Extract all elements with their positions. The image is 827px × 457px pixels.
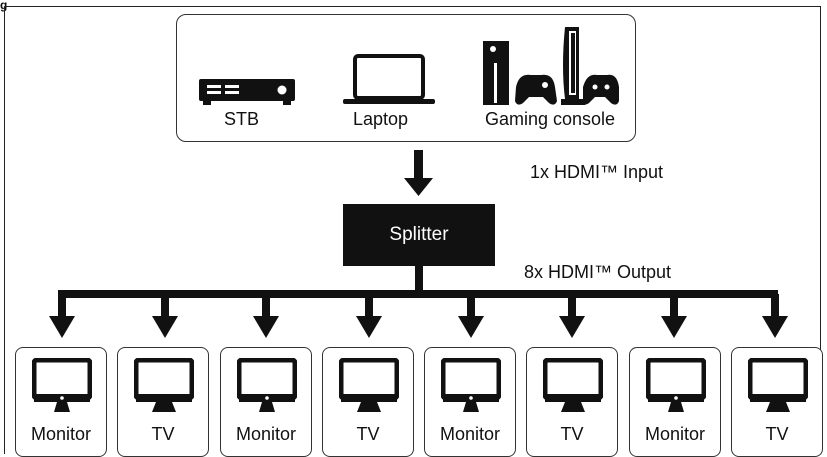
output-device-label: TV [560, 424, 584, 444]
splitter-label: Splitter [389, 224, 449, 245]
tv-icon [134, 358, 194, 412]
output-device-8: TV [731, 347, 823, 457]
output-device-label: Monitor [439, 424, 501, 444]
output-device-2: TV [117, 347, 209, 457]
monitor-icon [32, 358, 92, 412]
output-device-5: Monitor [424, 347, 516, 457]
source-devices-box: STB Laptop Gaming console [176, 14, 636, 142]
source-label-stb: STB [224, 109, 260, 129]
splitter-box: Splitter [343, 204, 495, 266]
output-device-6: TV [526, 347, 618, 457]
output-arrow-2 [152, 294, 178, 338]
output-arrow-4 [356, 294, 382, 338]
monitor-icon [441, 358, 501, 412]
output-arrows [49, 294, 788, 338]
laptop-icon [343, 54, 435, 104]
output-device-1: Monitor [15, 347, 107, 457]
input-annotation: 1x HDMI™ Input [530, 162, 664, 182]
output-device-label: Monitor [30, 424, 92, 444]
output-bus [58, 266, 778, 298]
output-device-3: Monitor [220, 347, 312, 457]
tv-icon [748, 358, 808, 412]
output-device-label: TV [356, 424, 380, 444]
output-annotation: 8x HDMI™ Output [524, 262, 672, 282]
output-arrow-1 [49, 294, 75, 338]
figure-frame [4, 6, 821, 454]
output-device-4: TV [322, 347, 414, 457]
output-arrow-8 [762, 294, 788, 338]
monitor-icon [237, 358, 297, 412]
source-label-laptop: Laptop [353, 109, 409, 129]
monitor-icon [646, 358, 706, 412]
source-label-gaming-console: Gaming console [485, 109, 616, 129]
output-device-label: Monitor [644, 424, 706, 444]
output-arrow-7 [661, 294, 687, 338]
figure-label: g [0, 0, 8, 12]
stb-icon [199, 79, 295, 105]
output-device-label: TV [151, 424, 175, 444]
output-device-label: Monitor [235, 424, 297, 444]
output-device-label: TV [765, 424, 789, 444]
output-device-7: Monitor [629, 347, 721, 457]
output-arrow-3 [253, 294, 279, 338]
game-console-icon [483, 27, 619, 105]
tv-icon [543, 358, 603, 412]
tv-icon [339, 358, 399, 412]
input-arrow [404, 150, 433, 196]
output-arrow-5 [458, 294, 484, 338]
output-arrow-6 [559, 294, 585, 338]
